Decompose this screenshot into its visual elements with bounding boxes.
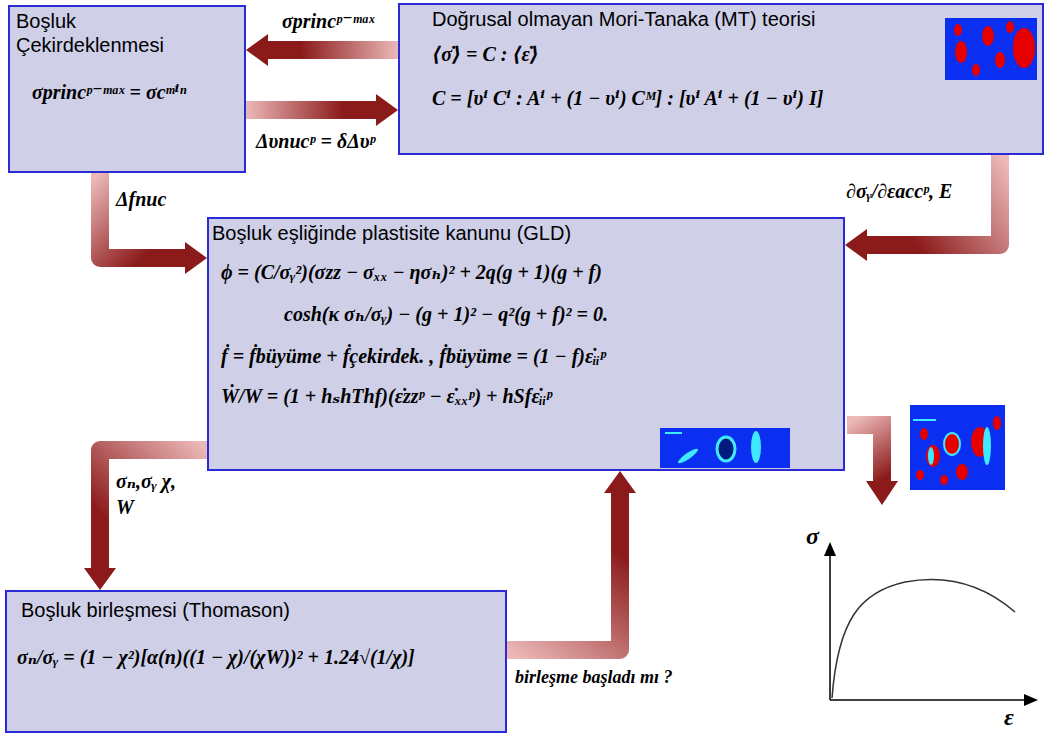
formula: ⟨σ̇⟩ = C : ⟨ε̇⟩	[432, 41, 539, 67]
inclusion	[1006, 21, 1014, 33]
stress-strain-chart	[824, 542, 1038, 706]
process-box: Doğrusal olmayan Mori-Tanaka (MT) teoris…	[398, 3, 1044, 155]
crack	[665, 432, 682, 434]
formula: ḟ = ḟbüyüme + ḟçekirdek. , ḟbüyüme = (1 …	[221, 343, 606, 369]
inclusion	[940, 475, 948, 485]
result-arrow-body	[847, 425, 882, 482]
matrix-square	[945, 18, 1037, 80]
matrix-square	[910, 405, 1005, 490]
formula: cosh(κ σₕ/σᵧ) − (g + 1)² − q²(g + f)² = …	[284, 301, 608, 327]
inclusion	[956, 464, 968, 480]
x-axis-head	[1024, 694, 1038, 706]
inclusion	[916, 470, 924, 480]
void	[717, 437, 735, 461]
axis-label: σ	[806, 522, 819, 550]
box-heading: Boşluk eşliğinde plastisite kanunu (GLD)	[212, 221, 571, 245]
box-heading: Boşluk Çekirdeklenmesi	[16, 9, 196, 57]
arrow-label: Δfnuc	[116, 186, 166, 212]
flow-arrow	[100, 450, 207, 568]
inclusion	[993, 416, 1001, 430]
result-arrow	[847, 425, 898, 505]
void	[751, 431, 761, 463]
process-box: Boşluk eşliğinde plastisite kanunu (GLD)…	[207, 217, 845, 471]
void	[944, 433, 960, 455]
inclusion	[1013, 28, 1035, 68]
flow-arrow	[507, 493, 620, 650]
crack	[913, 419, 936, 421]
inclusion	[972, 64, 980, 76]
formula: ϕ = (C/σᵧ²)(σzz − σₓₓ − ησₕ)² + 2q(g + 1…	[221, 259, 602, 285]
flow-arrow	[246, 101, 376, 119]
formula: σprincᵖ⁻ᵐᵃˣ = σcᵐⁱⁿ	[32, 79, 186, 105]
flow-arrow	[100, 173, 185, 258]
arrow-label: σprincᵖ⁻ᵐᵃˣ	[282, 8, 375, 34]
arrow-label: σₙ,σᵧ χ, W	[116, 468, 180, 520]
flow-arrow	[268, 41, 398, 59]
damage-picture	[910, 405, 1005, 490]
inclusion-picture	[945, 18, 1037, 80]
inclusion	[920, 428, 928, 440]
process-box: Boşluk Çekirdeklenmesi σprincᵖ⁻ᵐᵃˣ = σcᵐⁱ…	[8, 5, 246, 173]
y-axis-head	[824, 542, 836, 556]
stress-strain-curve	[832, 580, 1015, 698]
arrow-label: Δυnucᵖ = δΔυᵖ	[256, 128, 376, 154]
axis-label: ε	[1004, 703, 1014, 731]
inclusion	[955, 41, 967, 63]
x-axis	[830, 699, 1026, 701]
arrow-label: ∂σᵧ/∂εaccᵖ, E	[846, 178, 952, 204]
box-heading: Doğrusal olmayan Mori-Tanaka (MT) teoris…	[432, 7, 815, 31]
formula: C = [υⁱ Cⁱ : Aⁱ + (1 − υⁱ) Cᴹ] : [υⁱ Aⁱ …	[432, 85, 823, 111]
inclusion	[954, 24, 962, 36]
void-picture	[660, 428, 790, 468]
arrow-label: birleşme başladı mı ?	[515, 664, 673, 690]
inclusion	[995, 52, 1005, 68]
result-arrow-head	[866, 481, 898, 505]
inclusion	[926, 445, 940, 467]
formula: Ẇ/W = (1 + hₛhThf)(ε̇zzᵖ − ε̇ₓₓᵖ) + hSfε…	[221, 383, 552, 409]
void	[983, 427, 991, 465]
y-axis	[829, 554, 831, 700]
matrix-square	[660, 428, 790, 468]
void	[676, 447, 699, 466]
process-box: Boşluk birleşmesi (Thomason) σₙ/σᵧ = (1 −…	[5, 590, 507, 733]
inclusion	[971, 427, 989, 457]
formula: σₙ/σᵧ = (1 − χ²)[α(n)((1 − χ)/(χW))² + 1…	[17, 644, 415, 670]
void	[928, 447, 934, 465]
box-heading: Boşluk birleşmesi (Thomason)	[21, 598, 290, 622]
inclusion	[944, 433, 960, 455]
inclusion	[982, 26, 994, 46]
